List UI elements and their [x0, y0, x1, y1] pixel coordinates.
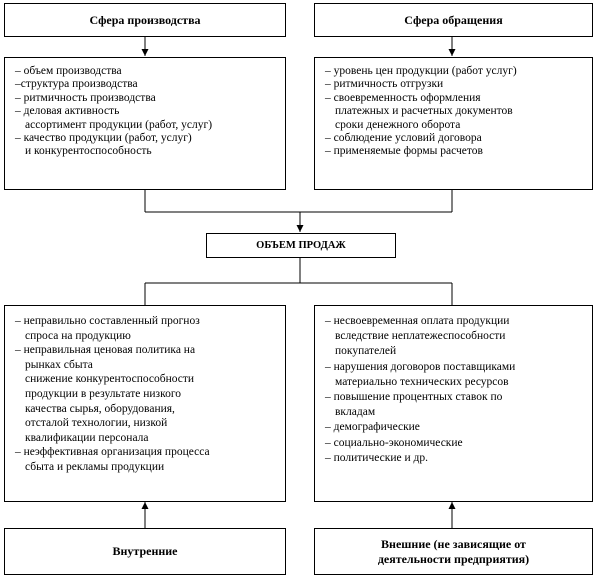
list-item: продукции в результате низкого [25, 387, 182, 400]
internal-factors-list: – неправильно составленный прогноз спрос… [15, 314, 279, 475]
production-sphere-title: Сфера производства [89, 12, 201, 27]
list-item: отсталой технологии, низкой [25, 417, 168, 430]
list-item: качества сырья, оборудования, [25, 402, 175, 415]
list-item: – уровень цен продукции (работ услуг) [325, 65, 517, 77]
list-item: вкладам [335, 406, 376, 419]
list-item: – качество продукции (работ, услуг) [15, 132, 192, 145]
external-factors-title-box: Внешние (не зависящие от деятельности пр… [314, 528, 593, 575]
list-item: – демографические [325, 421, 420, 434]
list-item: – политические и др. [325, 451, 428, 464]
list-item: квалификации персонала [25, 431, 149, 444]
list-item: – неправильно составленный прогноз [15, 315, 200, 327]
list-item: – неэффективная организация процесса [15, 446, 210, 459]
list-item: – соблюдение условий договора [325, 132, 482, 145]
list-item: – ритмичность производства [15, 91, 156, 104]
list-item: платежных и расчетных документов [335, 105, 513, 118]
list-item: – объем производства [15, 65, 122, 77]
production-factors-list: – объем производства –структура производ… [15, 65, 279, 159]
list-item: рынках сбыта [25, 358, 93, 371]
list-item: покупателей [335, 345, 397, 358]
external-factors-title: Внешние (не зависящие от деятельности пр… [377, 536, 530, 566]
production-sphere-box: Сфера производства [4, 3, 286, 37]
list-item: – применяемые формы расчетов [325, 145, 483, 158]
list-item: – своевременность оформления [325, 91, 481, 104]
circulation-factors-list: – уровень цен продукции (работ услуг) – … [325, 65, 586, 159]
sales-volume-box: ОБЪЕМ ПРОДАЖ [206, 233, 396, 258]
list-item: материально технических ресурсов [335, 375, 509, 388]
list-item: – ритмичность отгрузки [325, 78, 444, 91]
list-item: – деловая активность [15, 105, 120, 118]
list-item: –структура производства [15, 78, 138, 91]
sales-volume-label: ОБЪЕМ ПРОДАЖ [256, 240, 346, 251]
internal-factors-box: – неправильно составленный прогноз спрос… [4, 305, 286, 502]
internal-factors-title: Внутренние [112, 544, 178, 558]
circulation-sphere-box: Сфера обращения [314, 3, 593, 37]
list-item: спроса на продукцию [25, 329, 131, 342]
internal-factors-title-box: Внутренние [4, 528, 286, 575]
list-item: ассортимент продукции (работ, услуг) [25, 118, 213, 131]
list-item: – неправильная ценовая политика на [15, 344, 196, 357]
external-factors-box: – несвоевременная оплата продукции вслед… [314, 305, 593, 502]
list-item: сроки денежного оборота [335, 118, 461, 131]
list-item: – социально-экономические [325, 436, 463, 449]
circulation-factors-box: – уровень цен продукции (работ услуг) – … [314, 57, 593, 190]
list-item: – повышение процентных ставок по [325, 391, 503, 404]
circulation-sphere-title: Сфера обращения [404, 12, 503, 27]
list-item: вследствие неплатежеспособности [335, 330, 506, 343]
list-item: – нарушения договоров поставщиками [325, 360, 516, 373]
list-item: сбыта и рекламы продукции [25, 460, 165, 473]
list-item: и конкурентоспособность [25, 145, 152, 158]
list-item: снижение конкурентоспособности [25, 373, 195, 386]
list-item: – несвоевременная оплата продукции [325, 315, 510, 327]
external-factors-list: – несвоевременная оплата продукции вслед… [325, 314, 586, 466]
production-factors-box: – объем производства –структура производ… [4, 57, 286, 190]
